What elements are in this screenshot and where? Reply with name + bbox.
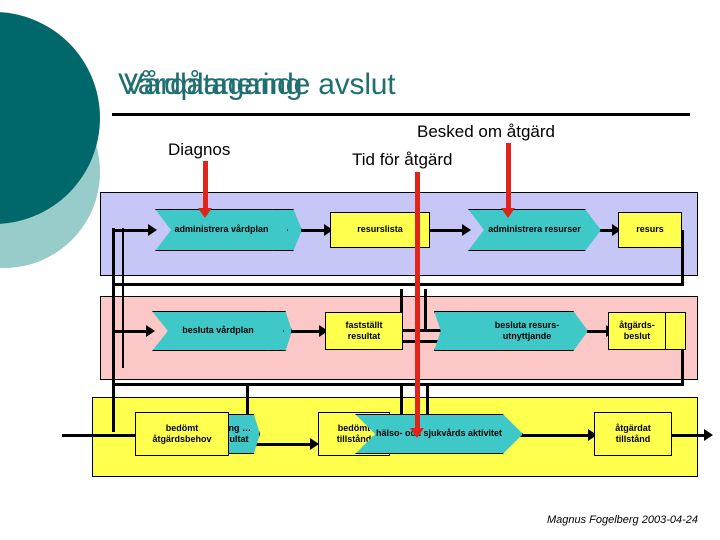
node-atgardat-tillstand[interactable]: åtgärdat tillstånd bbox=[594, 412, 672, 456]
annotation-besked-om-atgard: Besked om åtgärd bbox=[417, 122, 555, 141]
red-pointer-besked-line bbox=[506, 143, 511, 211]
connector-entry-row2 bbox=[112, 330, 150, 333]
connector-r2-horiz-feed bbox=[400, 329, 462, 332]
connector-r3-behov-to-tillstand-arrow bbox=[310, 438, 319, 450]
connector-r2-vert-feed2 bbox=[424, 289, 427, 331]
red-pointer-besked-head bbox=[501, 208, 515, 218]
annotation-diagnos: Diagnos bbox=[168, 140, 231, 159]
node-administrera-vardplan-label: administrera vårdplan bbox=[174, 224, 269, 235]
node-besluta-resursutnyttjande-label: besluta resurs- utnyttjande bbox=[494, 319, 560, 341]
connector-r3-behov-to-tillstand bbox=[212, 443, 314, 446]
connector-r2-vert-feed bbox=[400, 289, 403, 331]
page-title-line-2: Vårdåtagande avslut bbox=[124, 68, 396, 101]
red-pointer-diagnos-head bbox=[198, 208, 212, 218]
connector-left-vert-inner bbox=[122, 228, 124, 368]
connector-r1-lista-to-admres bbox=[407, 229, 467, 232]
annotation-tid-for-atgard: Tid för åtgärd bbox=[352, 150, 453, 169]
swimlane-vardplanering bbox=[100, 192, 698, 276]
node-besluta-vardplan[interactable]: besluta vårdplan bbox=[152, 311, 284, 351]
title-divider-rule bbox=[112, 113, 690, 116]
node-bedomt-atgardsbehov[interactable]: bedömt åtgärdsbehov bbox=[135, 412, 229, 456]
node-atgards-beslut-label: åtgärds- beslut bbox=[619, 319, 655, 341]
node-halso-och-sjukvards-aktivitet[interactable]: hälso- och sjukvårds aktivitet bbox=[355, 414, 523, 454]
red-pointer-tid-head bbox=[410, 428, 424, 438]
red-pointer-diagnos-line bbox=[203, 161, 208, 211]
connector-r3-akt-to-atgardat-arrow bbox=[588, 429, 597, 441]
connector-r2-plan-to-result-arrow bbox=[319, 325, 328, 337]
connector-entry-row1 bbox=[112, 229, 152, 232]
node-bedomt-tillstand-label: bedömt tillstånd bbox=[336, 422, 372, 444]
connector-entry-row3 bbox=[62, 434, 148, 437]
node-resurslista[interactable]: resurslista bbox=[330, 212, 430, 248]
connector-r1-admres-to-resurs-arrow bbox=[612, 224, 621, 236]
node-resurs-label: resurs bbox=[636, 224, 664, 235]
node-atgards-beslut[interactable]: åtgärds- beslut bbox=[608, 312, 666, 350]
node-besluta-resursutnyttjande[interactable]: besluta resurs- utnyttjande bbox=[466, 311, 588, 351]
connector-drop-to-row3-b bbox=[400, 386, 403, 432]
connector-row1-right-vert bbox=[681, 230, 684, 286]
connector-r1-plan-to-lista-arrow bbox=[324, 224, 333, 236]
connector-r2-result-to-besluta bbox=[400, 340, 456, 343]
connector-r2-besluta-to-beslut bbox=[578, 330, 610, 333]
connector-row1-bottom-horiz bbox=[112, 283, 684, 286]
connector-r3-akt-to-atgardat bbox=[520, 434, 592, 437]
connector-drop-to-row3-a bbox=[246, 386, 249, 420]
node-atgardat-tillstand-label: åtgärdat tillstånd bbox=[615, 422, 651, 444]
node-administrera-resurser[interactable]: administrera resurser bbox=[468, 209, 601, 251]
node-faststallt-resultat-label: fastställt resultat bbox=[345, 319, 383, 341]
node-administrera-vardplan[interactable]: administrera vårdplan bbox=[155, 209, 288, 251]
node-faststallt-resultat[interactable]: fastställt resultat bbox=[325, 312, 403, 350]
red-pointer-tid-line bbox=[415, 172, 420, 435]
node-halso-och-sjukvards-aktivitet-label: hälso- och sjukvårds aktivitet bbox=[375, 428, 503, 439]
connector-r2-plan-to-result bbox=[283, 330, 323, 333]
connector-entry-row1-arrow bbox=[148, 224, 157, 236]
node-bedomt-atgardsbehov-label: bedömt åtgärdsbehov bbox=[152, 422, 212, 444]
page-title-line-1: Vårdplanering bbox=[118, 68, 303, 101]
connector-r1-plan-to-lista bbox=[288, 229, 328, 232]
slide-footer-credit: Magnus Fogelberg 2003-04-24 bbox=[546, 514, 698, 526]
connector-row2-bottom-horiz bbox=[112, 383, 684, 386]
node-resurs[interactable]: resurs bbox=[618, 212, 682, 248]
connector-r1-lista-to-admres-arrow bbox=[462, 224, 471, 236]
node-resurslista-label: resurslista bbox=[357, 224, 403, 235]
connector-drop-to-row3-c bbox=[426, 386, 429, 430]
connector-row2-right-vert bbox=[681, 334, 684, 386]
page-title: Vårdplanering Vårdåtagande avslut bbox=[118, 68, 698, 110]
connector-r3-exit bbox=[672, 434, 708, 437]
connector-r3-exit-arrow bbox=[704, 429, 713, 441]
node-besluta-vardplan-label: besluta vårdplan bbox=[182, 325, 254, 336]
node-administrera-resurser-label: administrera resurser bbox=[488, 224, 581, 235]
node-ghost-row3-label: …ing …esultat bbox=[217, 422, 251, 444]
connector-entry-row2-arrow bbox=[146, 325, 155, 337]
